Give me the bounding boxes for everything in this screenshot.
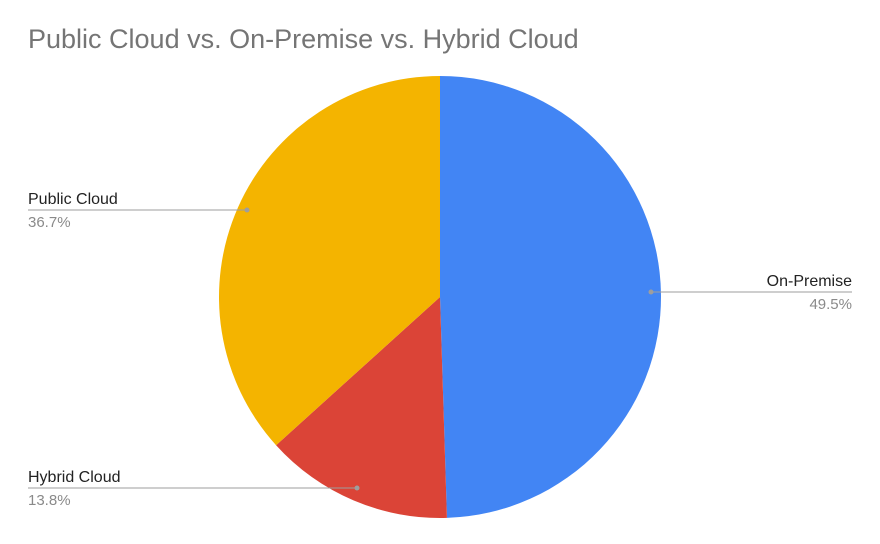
leader-dot-on-premise [648,289,654,295]
slice-value-hybrid-cloud: 13.8% [28,492,71,509]
pie-slice-public-cloud [219,75,440,446]
slice-label-hybrid-cloud: Hybrid Cloud [28,469,120,486]
leader-dot-public-cloud [244,207,250,213]
chart-title: Public Cloud vs. On-Premise vs. Hybrid C… [28,24,579,54]
leader-dot-hybrid-cloud [354,485,360,491]
pie-labels: On-Premise 49.5% Hybrid Cloud 13.8% Public C… [28,191,852,509]
pie-slice-on-premise [440,76,662,518]
slice-label-on-premise: On-Premise [767,273,852,290]
pie-slices [219,75,662,518]
slice-label-public-cloud: Public Cloud [28,191,118,208]
pie-slice-hybrid-cloud [276,297,447,518]
slice-value-on-premise: 49.5% [809,296,852,313]
slice-value-public-cloud: 36.7% [28,214,71,231]
